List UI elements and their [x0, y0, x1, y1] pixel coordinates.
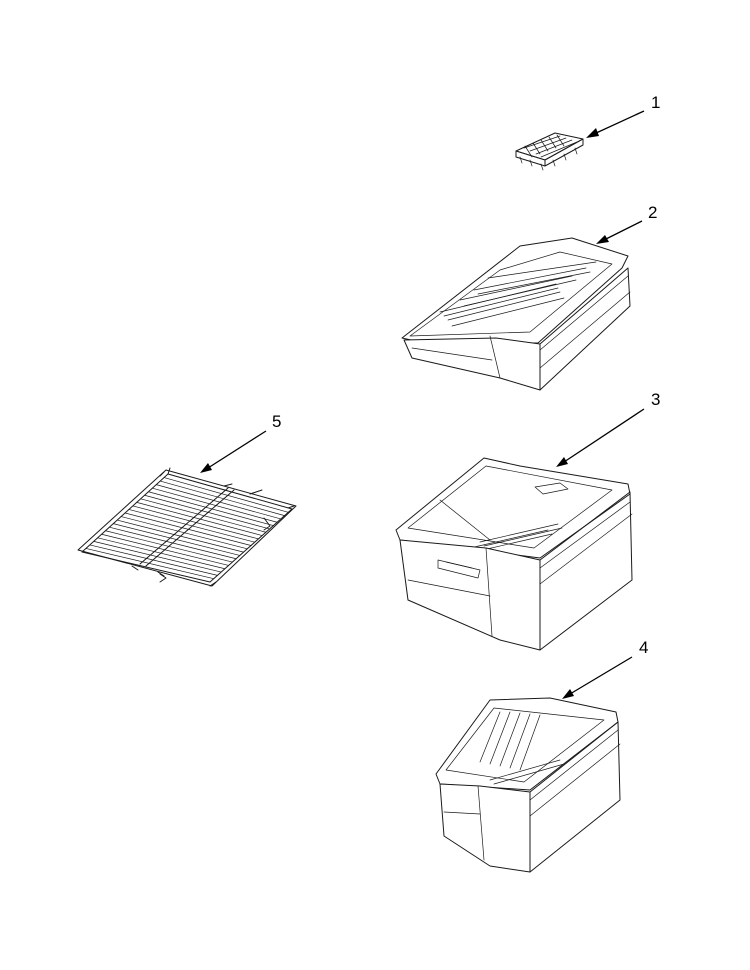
shelf-wire: [112, 523, 241, 556]
callout-label-3: 3: [651, 390, 660, 409]
shelf-wire: [116, 519, 244, 553]
shelf-wire: [140, 498, 267, 533]
shelf-wire: [152, 487, 278, 523]
callout-label-1: 1: [651, 93, 660, 112]
shelf-wire: [85, 548, 215, 580]
part-deep-drawer: [395, 457, 633, 651]
shelf-wire: [144, 494, 270, 530]
callout-2: 2: [596, 203, 657, 244]
shelf-wire: [124, 512, 252, 546]
shelf-wire: [163, 477, 289, 513]
callout-label-2: 2: [648, 203, 657, 222]
shelf-wire: [93, 541, 222, 573]
shelf-wire: [101, 533, 229, 566]
shelf-wire: [120, 516, 248, 550]
part-crisper-drawer-upper: [401, 237, 631, 391]
shelf-wire: [105, 530, 233, 563]
shelf-wire: [128, 509, 256, 543]
part-ice-tray: [515, 132, 584, 171]
callout-3: 3: [556, 390, 660, 467]
callout-label-5: 5: [272, 412, 281, 431]
callout-label-4: 4: [639, 638, 648, 657]
part-small-drawer: [435, 697, 621, 873]
part-wire-shelf: [77, 467, 297, 587]
shelf-wire: [132, 505, 259, 540]
callout-5: 5: [200, 412, 281, 473]
shelf-wire: [136, 502, 263, 536]
shelf-wire: [97, 537, 226, 570]
shelf-wire: [148, 491, 274, 526]
callout-1: 1: [586, 93, 660, 138]
shelf-wire: [109, 526, 237, 560]
callout-4: 4: [562, 638, 648, 699]
shelf-wire: [155, 484, 282, 520]
shelf-wire: [89, 544, 218, 576]
shelf-wire: [159, 480, 285, 516]
